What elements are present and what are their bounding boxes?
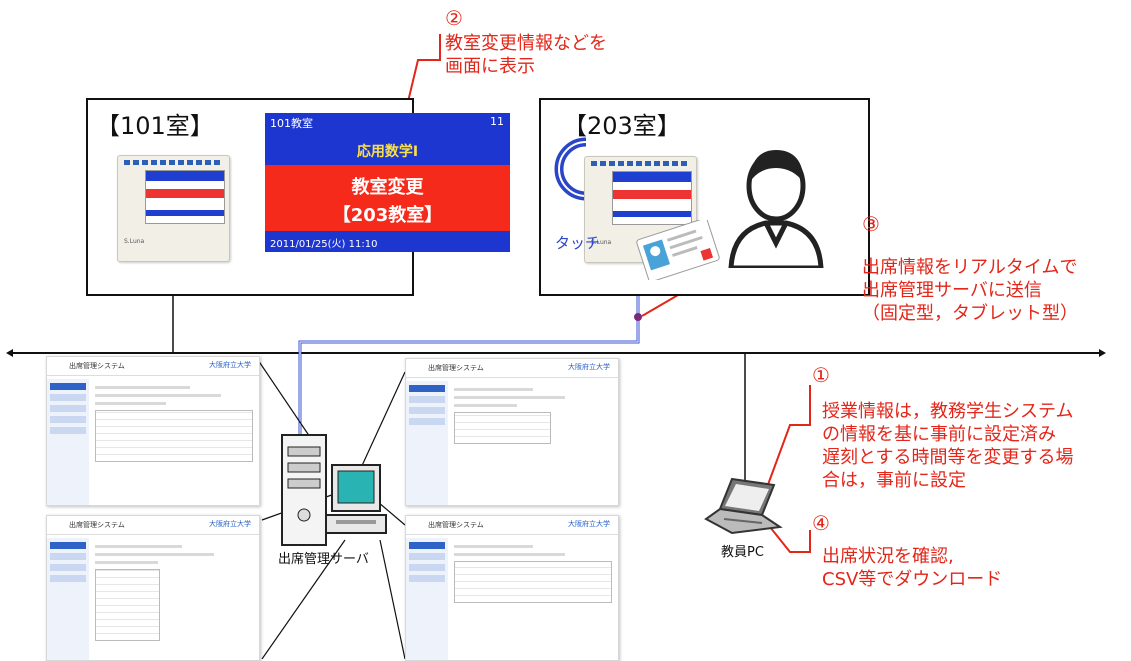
screen-change-text: 教室変更 [351, 177, 424, 198]
screen-footer: 2011/01/25(火) 11:10 [265, 231, 510, 252]
leader-a4 [765, 521, 811, 553]
system-screenshot-3: 出席管理システム 大阪府立大学 [46, 515, 260, 661]
screen-new-room: 【203教室】 [332, 205, 443, 226]
shot1-logo: 大阪府立大学 [209, 361, 251, 369]
annotation-4-number: ④ [812, 511, 830, 535]
room101-card-reader: S.Luna [117, 155, 230, 262]
teacher-laptop-icon [704, 477, 783, 535]
connector-shot1 [257, 359, 313, 441]
student-avatar-icon [728, 150, 824, 268]
leader-a1 [765, 385, 811, 491]
system-screenshot-4: 出席管理システム 大阪府立大学 [405, 515, 619, 661]
system-screenshot-2: 出席管理システム 大阪府立大学 [405, 358, 619, 506]
server-label: 出席管理サーバ [278, 552, 369, 567]
annotation-2-text: 教室変更情報などを 画面に表示 [445, 33, 607, 77]
shot3-title: 出席管理システム [69, 521, 125, 529]
connector-shot2 [359, 371, 406, 471]
shot3-logo: 大阪府立大学 [209, 520, 251, 528]
connector-shot6 [379, 539, 406, 659]
connector-shot5 [261, 539, 346, 659]
system-screenshot-1: 出席管理システム 大阪府立大学 [46, 356, 260, 506]
screen-number: 11 [490, 115, 504, 128]
leader-a2 [405, 34, 441, 111]
annotation-3-number: ③ [862, 212, 880, 236]
connector-shot4 [377, 501, 406, 526]
screen-subject: 応用数学Ⅰ [356, 144, 419, 160]
attendance-server-icon [281, 434, 387, 546]
shot2-title: 出席管理システム [428, 364, 484, 372]
room203-link-dot [634, 313, 642, 321]
annotation-1-text: 授業情報は，教務学生システム の情報を基に事前に設定済み 遅刻とする時間等を変更… [822, 401, 1074, 491]
screen-change-panel: 教室変更 【203教室】 [265, 165, 510, 231]
annotation-3-text: 出席情報をリアルタイムで 出席管理サーバに送信 （固定型，タブレット型） [862, 257, 1078, 324]
room203-box: 【203室】 S.Luna タッチ [539, 98, 870, 296]
teacher-pc-label: 教員PC [721, 545, 764, 560]
annotation-1-number: ① [812, 363, 830, 387]
room101-label: 【101室】 [96, 112, 214, 140]
annotation-2-number: ② [445, 6, 463, 30]
screen-header: 101教室 11 応用数学Ⅰ [265, 113, 510, 165]
id-card-icon [636, 220, 720, 280]
shot4-logo: 大阪府立大学 [568, 520, 610, 528]
screen-room: 101教室 [270, 117, 313, 130]
screen-datetime: 2011/01/25(火) 11:10 [270, 239, 378, 250]
room203-label: 【203室】 [563, 112, 681, 140]
annotation-4-text: 出席状況を確認, CSV等でダウンロード [822, 546, 1003, 590]
touch-label: タッチ [555, 234, 601, 252]
backbone-left-end [6, 349, 13, 357]
shot2-logo: 大阪府立大学 [568, 363, 610, 371]
shot1-title: 出席管理システム [69, 362, 125, 370]
backbone-right-end [1099, 349, 1106, 357]
room-change-screen: 101教室 11 応用数学Ⅰ 教室変更 【203教室】 2011/01/25(火… [265, 113, 510, 252]
shot4-title: 出席管理システム [428, 521, 484, 529]
